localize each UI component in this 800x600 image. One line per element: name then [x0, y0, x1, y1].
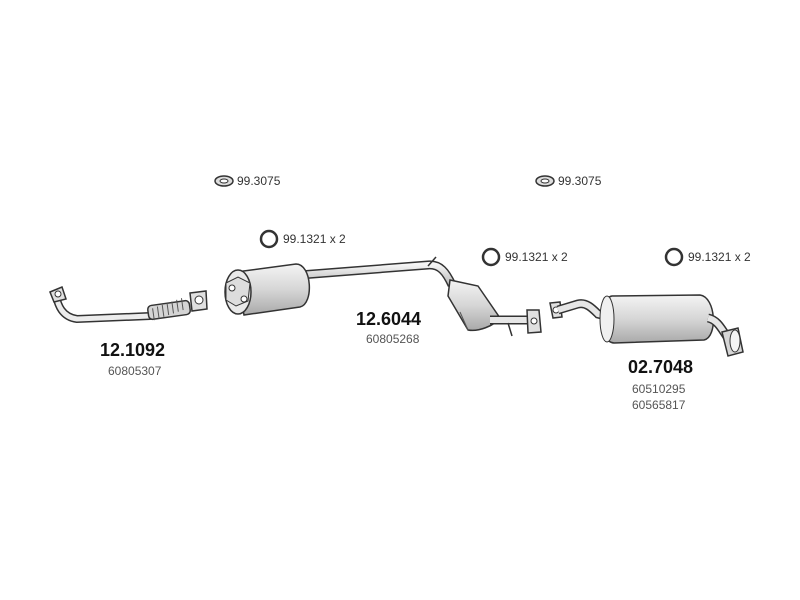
clamp-ref-label: 99.3075	[237, 174, 281, 188]
part-number-label: 02.7048	[628, 357, 694, 377]
part-number-label: 12.6044	[356, 309, 422, 329]
oem-code-label: 60510295	[632, 382, 686, 396]
middle-section-part	[224, 256, 542, 337]
clamp-icon	[535, 175, 555, 187]
oem-code-label: 60565817	[632, 398, 686, 412]
oem-code-label: 60805307	[108, 364, 162, 378]
part-number-label: 12.1092	[100, 340, 166, 360]
gasket-ring-icon	[664, 247, 684, 267]
front-pipe-part	[49, 285, 208, 324]
oem-code-label: 60805268	[366, 332, 420, 346]
rear-silencer-part	[549, 294, 744, 357]
clamp-icon	[214, 175, 234, 187]
gasket-ref-label: 99.1321 x 2	[688, 250, 751, 264]
gasket-ring-icon	[259, 229, 279, 249]
gasket-ref-label: 99.1321 x 2	[283, 232, 346, 246]
gasket-ring-icon	[481, 247, 501, 267]
clamp-ref-label: 99.3075	[558, 174, 602, 188]
gasket-ref-label: 99.1321 x 2	[505, 250, 568, 264]
